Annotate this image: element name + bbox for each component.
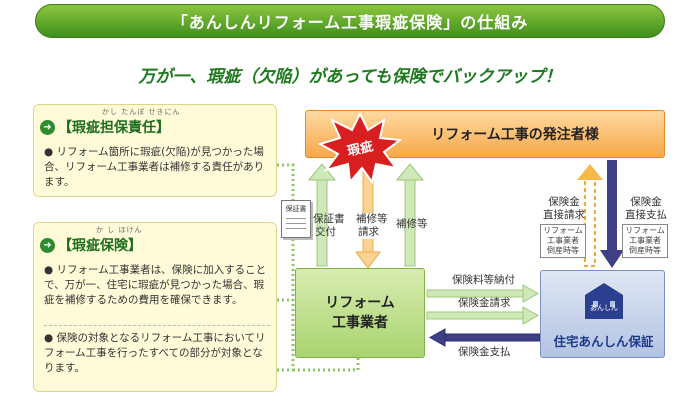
repair-request-line-2: 請求	[358, 226, 379, 238]
subtitle: 万が一、瑕疵（欠陥）があっても保険でバックアップ！	[138, 67, 562, 87]
certificate-label-line-2: 交付	[315, 226, 336, 238]
direct-request-line-1: 保険金	[548, 196, 580, 208]
arrow-right-icon: ➜	[40, 237, 55, 253]
title-bar: 「あんしんリフォーム工事瑕疵保険」の仕組み	[35, 4, 665, 38]
bankruptcy-note-line-1: リフォーム	[625, 226, 665, 235]
insurer-label: 住宅あんしん保証	[553, 334, 654, 349]
liability-text: リフォーム箇所に瑕疵(欠陥)が見つかった場合、リフォーム工事業者は補修する責任が…	[44, 146, 265, 188]
insurance-heading-text: 【瑕疵保険】	[58, 238, 142, 254]
liability-heading-text: 【瑕疵担保責任】	[58, 120, 170, 136]
bankruptcy-note-line-3: 倒産時等	[547, 246, 579, 255]
bankruptcy-note-left: リフォーム 工事業者 倒産時等	[540, 224, 586, 258]
burst-icon	[318, 112, 402, 184]
direct-payout-line-1: 保険金	[630, 196, 662, 208]
liability-bullet: ● リフォーム箇所に瑕疵(欠陥)が見つかった場合、リフォーム工事業者は補修する責…	[44, 145, 272, 190]
dotted-connectors	[277, 163, 360, 372]
doc-line	[286, 223, 306, 224]
insurance-text-2: 保険の対象となるリフォーム工事においてリフォーム工事を行ったすべての部分が対象と…	[44, 332, 266, 374]
payout-label: 保険金支払	[458, 346, 511, 358]
building-icon	[585, 283, 623, 319]
payout-arrow	[428, 328, 541, 347]
direct-payout-label: 保険金 直接支払	[619, 196, 673, 222]
doc-line	[286, 218, 306, 219]
direct-payout-line-2: 直接支払	[625, 209, 667, 221]
bankruptcy-note-line-2: 工事業者	[629, 236, 661, 245]
bullet-icon: ●	[44, 146, 57, 158]
contractor-label-1: リフォーム	[325, 295, 395, 311]
insurance-bullet-2: ● 保険の対象となるリフォーム工事においてリフォーム工事を行ったすべての部分が対…	[44, 331, 272, 376]
insurance-bullet-1: ● リフォーム工事業者は、保険に加入することで、万が一、住宅に瑕疵が見つかった場…	[44, 263, 272, 308]
direct-request-line-2: 直接請求	[543, 209, 585, 221]
contractor-label-2: 工事業者	[332, 315, 388, 331]
info-box-insurance: か し ほけん ➜ 【瑕疵保険】 ● リフォーム工事業者は、保険に加入することで…	[33, 222, 277, 392]
insurer-box: あんしん 住宅あんしん保証	[540, 270, 665, 358]
insurance-text-1: リフォーム工事業者は、保険に加入することで、万が一、住宅に瑕疵が見つかった場合、…	[44, 264, 267, 306]
bankruptcy-note-line-2: 工事業者	[547, 236, 579, 245]
premium-arrow	[426, 284, 540, 303]
liability-heading: ➜ 【瑕疵担保責任】	[40, 117, 170, 137]
info-box-liability: かし たんぽ せきにん ➜ 【瑕疵担保責任】 ● リフォーム箇所に瑕疵(欠陥)が…	[33, 104, 277, 197]
repair-label: 補修等	[396, 218, 428, 230]
repair-arrow	[395, 163, 425, 267]
bankruptcy-note-right: リフォーム 工事業者 倒産時等	[622, 224, 668, 258]
bullet-icon: ●	[44, 264, 57, 276]
certificate-label: 保証書 交付	[313, 213, 345, 239]
doc-line	[286, 228, 306, 229]
direct-request-label: 保険金 直接請求	[538, 196, 590, 222]
bullet-icon: ●	[44, 332, 57, 344]
insurer-logo-text: あんしん	[590, 304, 618, 312]
certificate-label-line-1: 保証書	[313, 213, 345, 225]
client-label: リフォーム工事の発注者様	[431, 127, 599, 143]
divider	[44, 325, 270, 326]
arrow-right-icon: ➜	[40, 119, 55, 135]
ruby-liability: かし たんぽ せきにん	[102, 108, 181, 116]
ruby-insurance: か し ほけん	[96, 226, 143, 234]
contractor-box: リフォーム 工事業者	[295, 268, 425, 358]
premium-label: 保険料等納付	[452, 274, 515, 286]
bankruptcy-note-line-1: リフォーム	[543, 226, 583, 235]
certificate-doc-icon: 保証書	[281, 200, 311, 238]
claim-label: 保険金請求	[458, 297, 511, 309]
claim-arrow	[426, 306, 540, 325]
repair-request-line-1: 補修等	[356, 213, 388, 225]
insurance-heading: ➜ 【瑕疵保険】	[40, 235, 142, 255]
certificate-doc-title: 保証書	[285, 205, 307, 213]
direct-request-arrow	[577, 164, 603, 267]
bankruptcy-note-line-3: 倒産時等	[629, 246, 661, 255]
repair-request-arrow	[355, 159, 381, 269]
repair-request-label: 補修等 請求	[356, 213, 388, 239]
direct-payout-arrow	[600, 160, 624, 268]
certificate-arrow	[307, 163, 337, 267]
page-title: 「あんしんリフォーム工事瑕疵保険」の仕組み	[171, 13, 529, 32]
